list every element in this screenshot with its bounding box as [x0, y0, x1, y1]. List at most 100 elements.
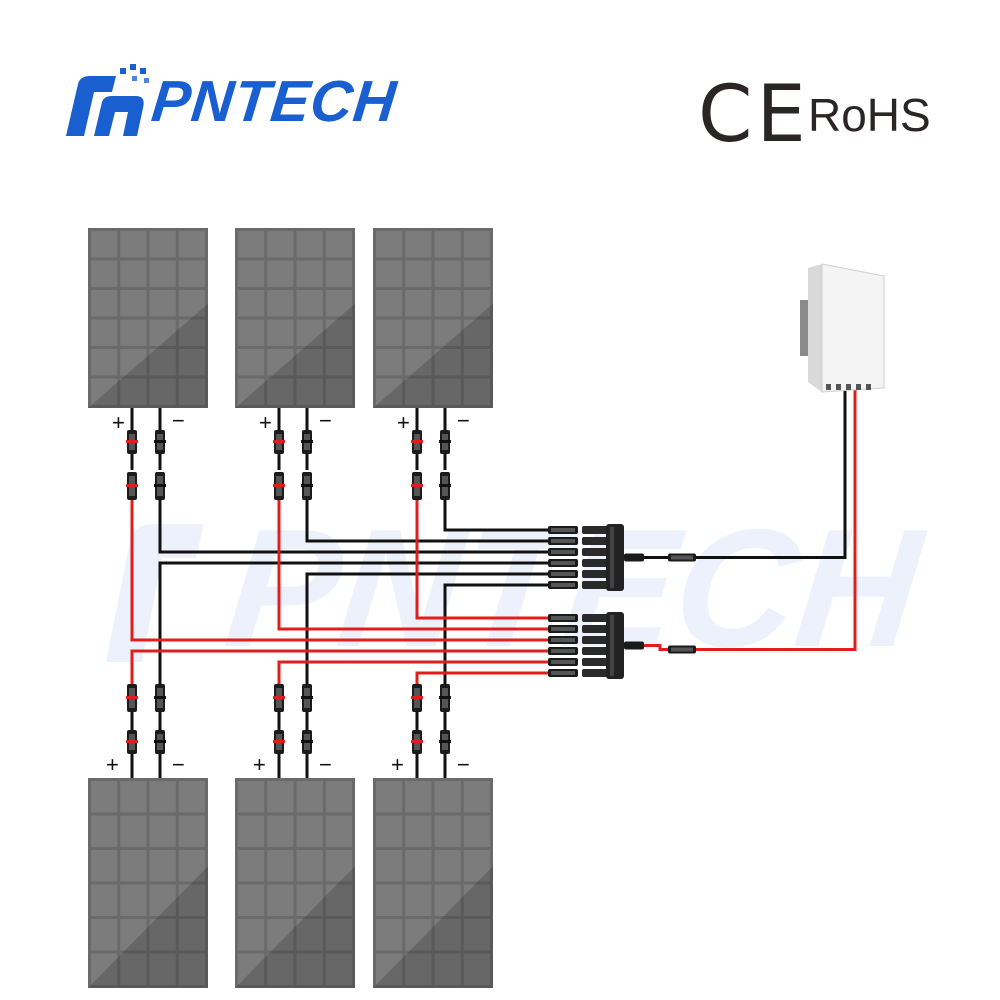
panel-cell	[267, 919, 294, 951]
panel-cell	[463, 919, 490, 951]
panel-cell	[91, 884, 118, 916]
panel-cell	[405, 850, 432, 882]
panel-cell	[120, 850, 147, 882]
mc4-connector-icon	[154, 730, 166, 754]
panel-cell	[376, 884, 403, 916]
panel-cell	[120, 349, 147, 376]
brand-logo: PNTECH	[60, 62, 440, 142]
panel-cell	[376, 349, 403, 376]
solar-panel-bottom-1	[88, 778, 208, 988]
panel-cell	[434, 815, 461, 847]
panel-frame	[88, 778, 208, 988]
positive-wire	[130, 500, 548, 642]
panel-cell	[178, 884, 205, 916]
mc4-connector-icon	[548, 658, 578, 666]
mc4-connector-icon	[439, 730, 451, 754]
panel-cell	[267, 884, 294, 916]
panel-cell	[296, 349, 323, 376]
mc4-connector-icon	[439, 430, 451, 454]
panel-cell	[296, 319, 323, 346]
panel-cell	[296, 378, 323, 405]
mc4-ring	[301, 696, 313, 699]
mc4-connector-icon	[301, 684, 313, 712]
panel-cell	[296, 781, 323, 813]
panel-cell	[325, 781, 352, 813]
positive-wire	[277, 660, 548, 684]
panel-cell	[149, 850, 176, 882]
mc4-grip	[551, 539, 575, 543]
panel-frame	[88, 228, 208, 408]
panel-cell	[325, 260, 352, 287]
branch-body	[606, 524, 624, 591]
solar-panel-top-3	[373, 228, 493, 408]
panel-cell	[149, 260, 176, 287]
branch-output	[624, 553, 644, 562]
panel-cell	[463, 260, 490, 287]
minus-label: −	[457, 752, 470, 777]
panel-cell	[376, 231, 403, 258]
panel-cell	[325, 378, 352, 405]
mc4-ring	[126, 440, 138, 443]
mc4-connector-icon	[548, 526, 578, 534]
panel-cell	[267, 231, 294, 258]
panel-shade	[373, 303, 493, 408]
ce-mark: CE	[698, 70, 810, 160]
mc4-grip	[671, 647, 693, 652]
inverter-mount	[800, 300, 808, 356]
mc4-connector-icon	[548, 548, 578, 556]
negative-wire	[158, 561, 548, 684]
mc4-connector-icon	[411, 730, 423, 754]
mc4-connector-icon	[548, 559, 578, 567]
branch-input	[582, 614, 608, 622]
panel-cell	[120, 781, 147, 813]
panel-frame	[235, 228, 355, 408]
mc4-ring	[273, 484, 285, 487]
panel-cell	[120, 919, 147, 951]
panel-cell	[434, 260, 461, 287]
panel-cell	[376, 378, 403, 405]
panel-cell	[325, 850, 352, 882]
panel-cell	[405, 349, 432, 376]
panel-cell	[238, 260, 265, 287]
mc4-grip	[551, 528, 575, 532]
mc4-grip	[551, 660, 575, 664]
inverter-port	[846, 384, 851, 390]
branch-body	[606, 612, 624, 679]
labels-layer: +−+−+−+−+−+−	[106, 408, 470, 777]
panel-cell	[405, 231, 432, 258]
positive-wire	[415, 671, 548, 684]
negative-wire	[158, 500, 548, 554]
panel-cell	[434, 290, 461, 317]
panel-cell	[91, 349, 118, 376]
panel-cell	[267, 850, 294, 882]
panel-cell	[178, 349, 205, 376]
panel-cell	[463, 815, 490, 847]
panel-cell	[434, 231, 461, 258]
panel-cell	[178, 919, 205, 951]
panel-cell	[463, 290, 490, 317]
panel-cell	[178, 290, 205, 317]
branch-output	[624, 641, 644, 650]
panel-cell	[376, 781, 403, 813]
mc4-connector-icon	[301, 472, 313, 500]
panel-cell	[267, 260, 294, 287]
panel-cell	[149, 919, 176, 951]
panel-cell	[325, 919, 352, 951]
mc4-ring	[411, 740, 423, 743]
panel-cell	[405, 781, 432, 813]
branch-input	[582, 526, 608, 534]
wires-layer	[130, 388, 857, 778]
plus-label: +	[391, 752, 404, 777]
mc4-ring	[126, 484, 138, 487]
panel-cell	[463, 884, 490, 916]
mc4-ring	[273, 440, 285, 443]
panel-cell	[91, 953, 118, 985]
negative-wire	[305, 500, 548, 543]
plus-label: +	[259, 410, 272, 435]
panel-cell	[267, 290, 294, 317]
solar-panel-top-2	[235, 228, 355, 408]
panel-cell	[149, 781, 176, 813]
mc4-connector-icon	[439, 472, 451, 500]
solar-panel-bottom-3	[373, 778, 493, 988]
